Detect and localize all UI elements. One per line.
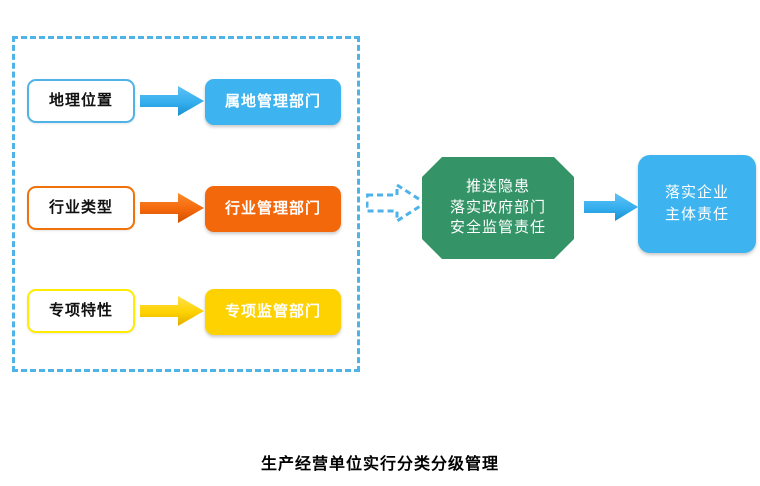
department-box-special-supervision[interactable]: 专项监管部门 [205,289,341,335]
octagon-line-1: 推送隐患 [465,177,530,195]
octagon-line-3: 安全监管责任 [449,219,546,237]
arrow-icon-row-1 [140,84,204,118]
criteria-box-special-characteristics[interactable]: 专项特性 [27,289,135,333]
arrow-icon-to-final [584,192,638,222]
criteria-label: 地理位置 [48,91,113,109]
octagon-push-hazard-government-duty[interactable]: 推送隐患 落实政府部门 安全监管责任 [422,157,574,259]
criteria-label: 行业类型 [48,198,113,216]
final-box-line-1: 落实企业 [664,184,729,202]
department-label: 专项监管部门 [224,302,321,320]
arrow-icon-row-3 [140,294,204,328]
arrow-icon-row-2 [140,191,204,225]
department-box-industry-management[interactable]: 行业管理部门 [205,186,341,232]
criteria-box-geographic-location[interactable]: 地理位置 [27,79,135,123]
classification-criteria-group [12,36,360,372]
department-label: 行业管理部门 [224,199,321,217]
department-box-territorial-management[interactable]: 属地管理部门 [205,79,341,125]
criteria-box-industry-type[interactable]: 行业类型 [27,186,135,230]
final-box-line-2: 主体责任 [664,206,729,223]
diagram-caption: 生产经营单位实行分类分级管理 [260,456,499,473]
octagon-line-2: 落实政府部门 [449,198,546,216]
criteria-label: 专项特性 [48,301,113,319]
final-box-enterprise-responsibility[interactable]: 落实企业 主体责任 [638,155,756,253]
dashed-arrow-icon [365,182,428,224]
department-label: 属地管理部门 [224,92,321,110]
